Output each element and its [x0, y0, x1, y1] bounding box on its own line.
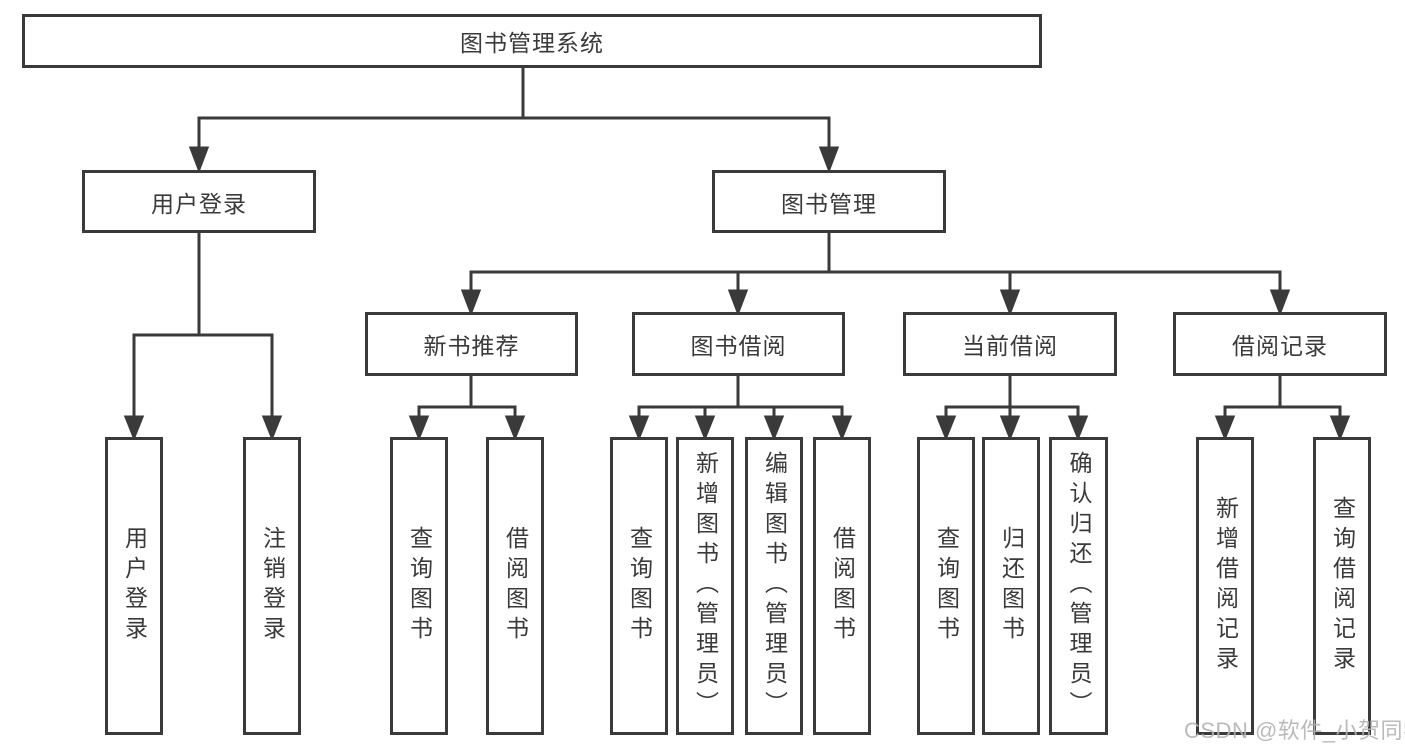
leaf-label: 编辑图书（管理员） — [761, 451, 788, 721]
leaf-cb-query-books: 查询图书 — [917, 437, 975, 735]
node-label: 用户登录 — [151, 190, 247, 217]
leaf-cb-return-books: 归还图书 — [982, 437, 1040, 735]
connector-newbook-to-leaves — [408, 375, 526, 442]
node-current-borrowing: 当前借阅 — [903, 312, 1117, 376]
connector-management-to-level3 — [460, 233, 1291, 317]
csdn-watermark: CSDN @软件_小贺同学 — [1184, 718, 1405, 743]
leaf-label: 归还图书 — [998, 526, 1025, 646]
connector-root-to-level2 — [188, 68, 840, 174]
node-label: 图书管理 — [781, 190, 877, 217]
node-label: 借阅记录 — [1232, 333, 1328, 359]
leaf-label: 注销登录 — [259, 526, 286, 646]
leaf-user-login: 用户登录 — [105, 437, 163, 735]
node-user-login: 用户登录 — [82, 170, 316, 233]
leaf-label: 借阅图书 — [502, 526, 529, 646]
node-label: 新书推荐 — [423, 333, 520, 359]
leaf-bb-query-books: 查询图书 — [610, 437, 668, 735]
connector-login-to-leaves — [123, 233, 283, 442]
leaf-label: 查询图书 — [406, 526, 433, 646]
leaf-logout: 注销登录 — [243, 437, 301, 735]
node-book-management: 图书管理 — [712, 170, 946, 233]
leaf-label: 查询图书 — [933, 526, 960, 646]
node-borrow-records: 借阅记录 — [1173, 312, 1387, 376]
node-new-book-recommendation: 新书推荐 — [365, 312, 578, 376]
leaf-br-query-record: 查询借阅记录 — [1313, 437, 1371, 735]
leaf-label: 用户登录 — [121, 526, 148, 646]
node-book-borrowing: 图书借阅 — [632, 312, 845, 376]
leaf-bb-edit-books-admin: 编辑图书（管理员） — [745, 437, 803, 735]
connector-borrowing-to-leaves — [628, 375, 853, 442]
leaf-bb-borrow-books: 借阅图书 — [813, 437, 871, 735]
leaf-cb-confirm-return-admin: 确认归还（管理员） — [1049, 437, 1108, 735]
leaf-bb-add-books-admin: 新增图书（管理员） — [676, 437, 734, 735]
leaf-rec-query-books: 查询图书 — [390, 437, 448, 735]
leaf-label: 查询借阅记录 — [1329, 496, 1356, 676]
node-label: 图书借阅 — [690, 333, 787, 359]
node-root-system: 图书管理系统 — [22, 14, 1042, 68]
leaf-label: 新增图书（管理员） — [692, 451, 719, 721]
connector-current-to-leaves — [935, 375, 1089, 442]
leaf-label: 确认归还（管理员） — [1066, 451, 1092, 721]
leaf-rec-borrow-books: 借阅图书 — [486, 437, 544, 735]
node-label: 图书管理系统 — [460, 30, 604, 56]
leaf-label: 借阅图书 — [829, 526, 856, 646]
leaf-label: 新增借阅记录 — [1212, 496, 1239, 676]
leaf-label: 查询图书 — [626, 526, 653, 646]
connector-records-to-leaves — [1214, 375, 1351, 442]
node-label: 当前借阅 — [962, 333, 1058, 359]
leaf-br-add-record: 新增借阅记录 — [1196, 437, 1254, 735]
